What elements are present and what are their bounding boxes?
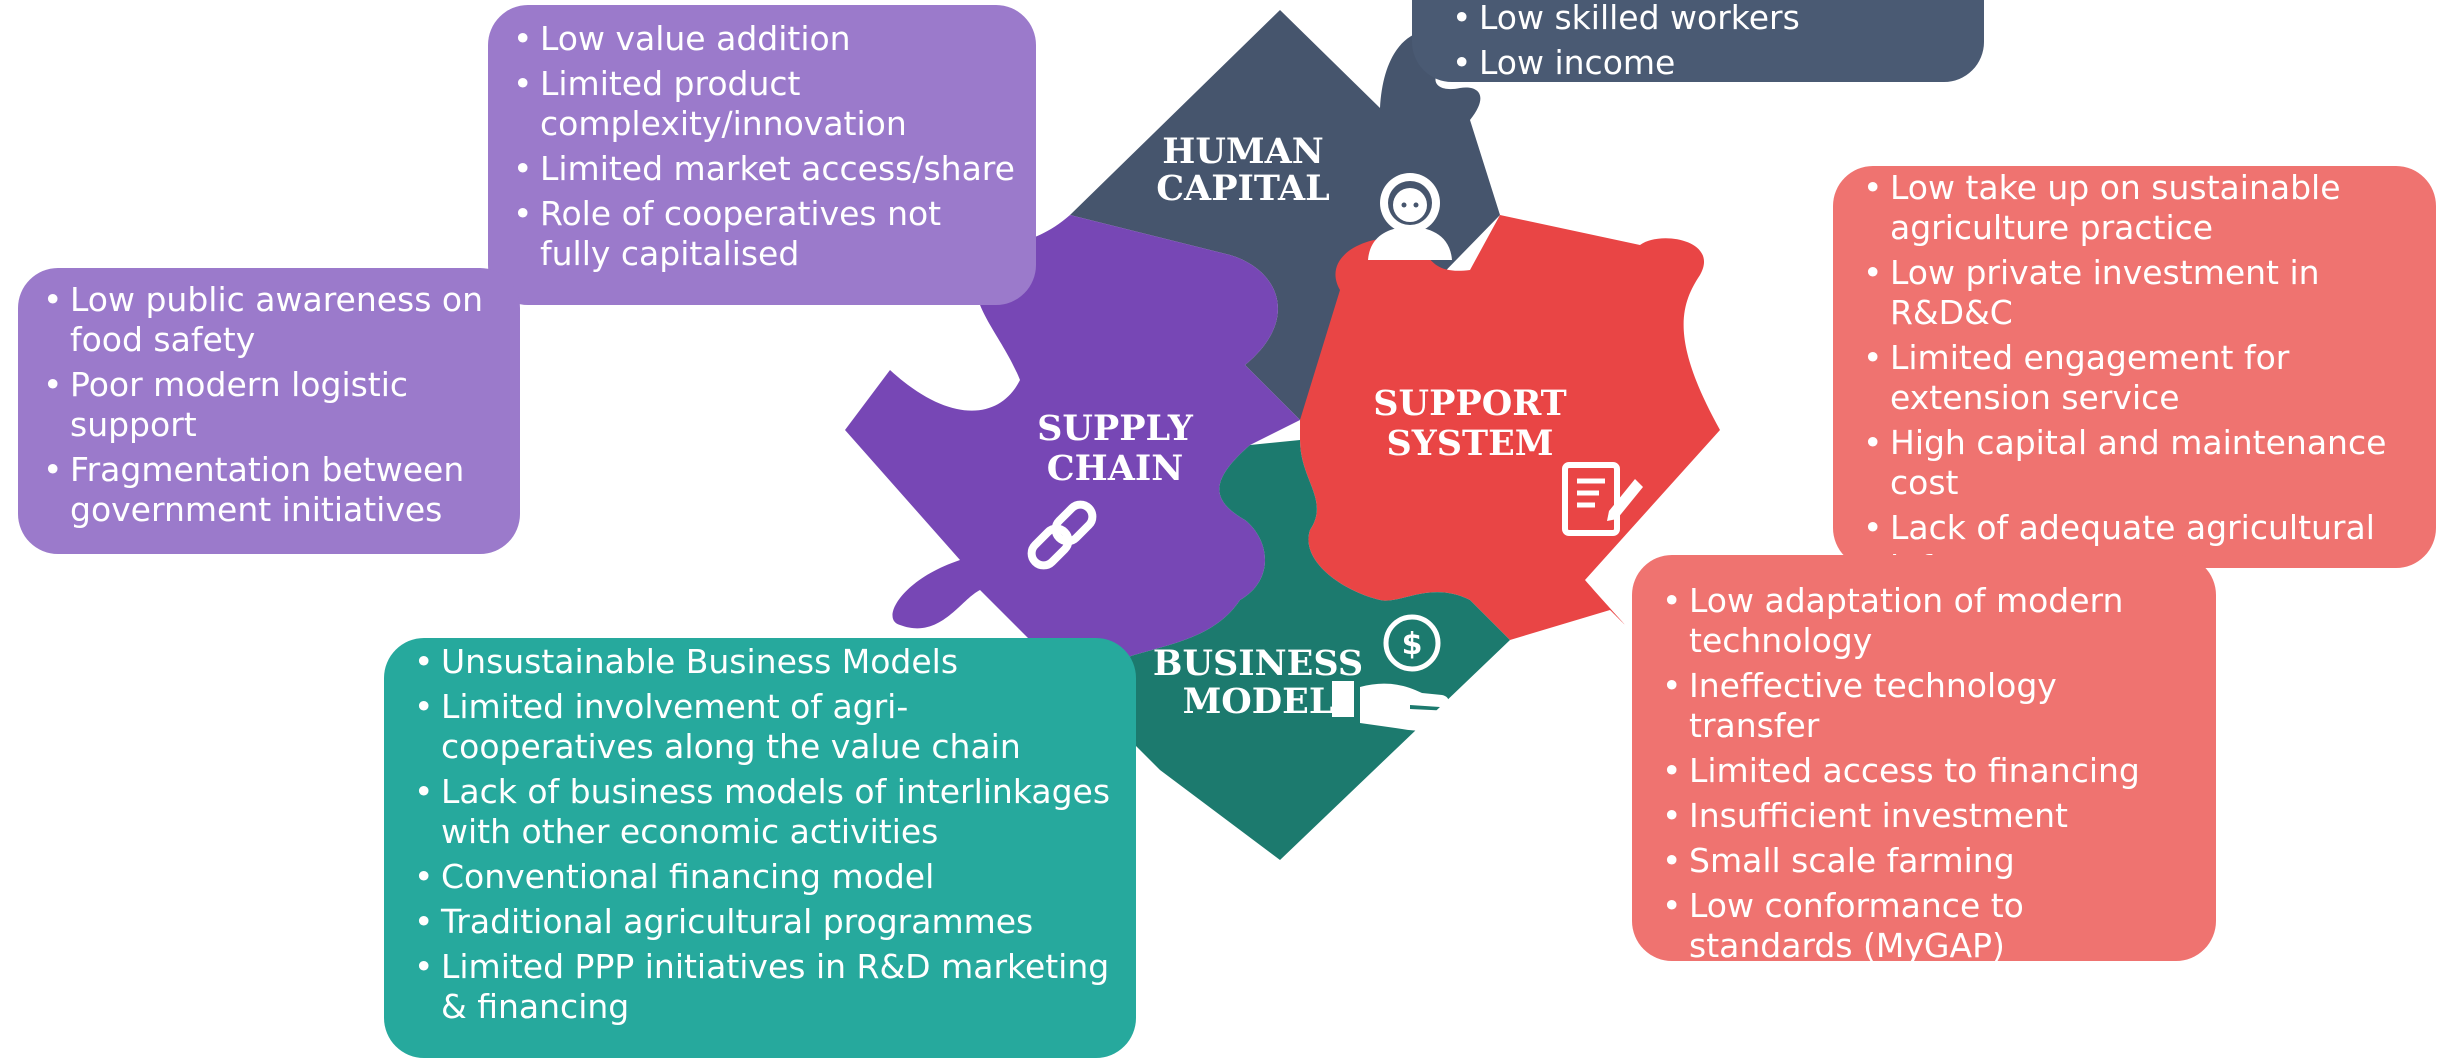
list-item: Traditional agricultural programmes <box>414 902 1116 942</box>
business-model-piece <box>1080 440 1510 860</box>
list-item: Role of cooperatives not fully capitalis… <box>513 194 1016 274</box>
list-item: Limited involvement of agri-cooperatives… <box>414 687 1116 767</box>
supply-chain-issues-box-left: Low public awareness on food safety Poor… <box>18 268 520 554</box>
human-capital-label-line2: CAPITAL <box>1156 168 1330 209</box>
supply-chain-piece <box>845 215 1300 690</box>
money-hand-icon: $ <box>1332 614 1506 731</box>
list-item: Insufficient investment <box>1662 796 2196 836</box>
svg-text:$: $ <box>1402 627 1423 662</box>
support-system-issues-box-bottom: Low adaptation of modern technology Inef… <box>1632 555 2216 965</box>
human-capital-label-line1: HUMAN <box>1162 131 1323 172</box>
list-item: Limited product complexity/innovation <box>513 64 1016 144</box>
list-item: Limited engagement for extension service <box>1863 338 2422 418</box>
support-system-issues-box-top: Low take up on sustainable agriculture p… <box>1833 166 2436 587</box>
list-item: Fragmentation between government initiat… <box>43 450 500 530</box>
list-item: Conventional financing model <box>414 857 1116 897</box>
list-item: Unsustainable Business Models <box>414 642 1116 682</box>
list-item: Lack of business models of interlinkages… <box>414 772 1116 852</box>
list-item: Ineffective technology transfer <box>1662 666 2196 746</box>
list-item: Limited PPP initiatives in R&D marketing… <box>414 947 1116 1027</box>
list-item: Low skilled workers <box>1452 0 1964 38</box>
list-item: Limited market access/share <box>513 149 1016 189</box>
business-model-label-line1: BUSINESS <box>1153 643 1363 684</box>
document-pen-icon <box>1562 462 1643 536</box>
list-item: Low adaptation of modern technology <box>1662 581 2196 661</box>
list-item: High capital and maintenance cost <box>1863 423 2422 503</box>
list-item: Low value addition <box>513 19 1016 59</box>
list-item: Poor modern logistic support <box>43 365 500 445</box>
list-item: Limited access to financing <box>1662 751 2196 791</box>
chain-link-icon <box>1027 500 1097 570</box>
list-item: Low take up on sustainable agriculture p… <box>1863 168 2422 248</box>
business-model-label-line2: MODEL <box>1183 681 1334 722</box>
list-item: Low private investment in R&D&C <box>1863 253 2422 333</box>
supply-chain-label-line1: SUPPLY <box>1037 408 1194 449</box>
business-model-issues-box: Unsustainable Business Models Limited in… <box>384 638 1136 1058</box>
list-item: Low conformance to standards (MyGAP) <box>1662 886 2196 966</box>
list-item: Low public awareness on food safety <box>43 280 500 360</box>
supply-chain-label-line2: CHAIN <box>1047 448 1183 489</box>
human-capital-issues-box: Low skilled workers Low income <box>1412 0 1984 83</box>
list-item: Small scale farming <box>1662 841 2196 881</box>
person-icon <box>1368 173 1452 260</box>
supply-chain-issues-box-top: Low value addition Limited product compl… <box>488 5 1036 305</box>
support-system-label-line1: SUPPORT <box>1373 383 1566 424</box>
support-system-label-line2: SYSTEM <box>1386 423 1553 464</box>
list-item: Low income <box>1452 43 1964 83</box>
